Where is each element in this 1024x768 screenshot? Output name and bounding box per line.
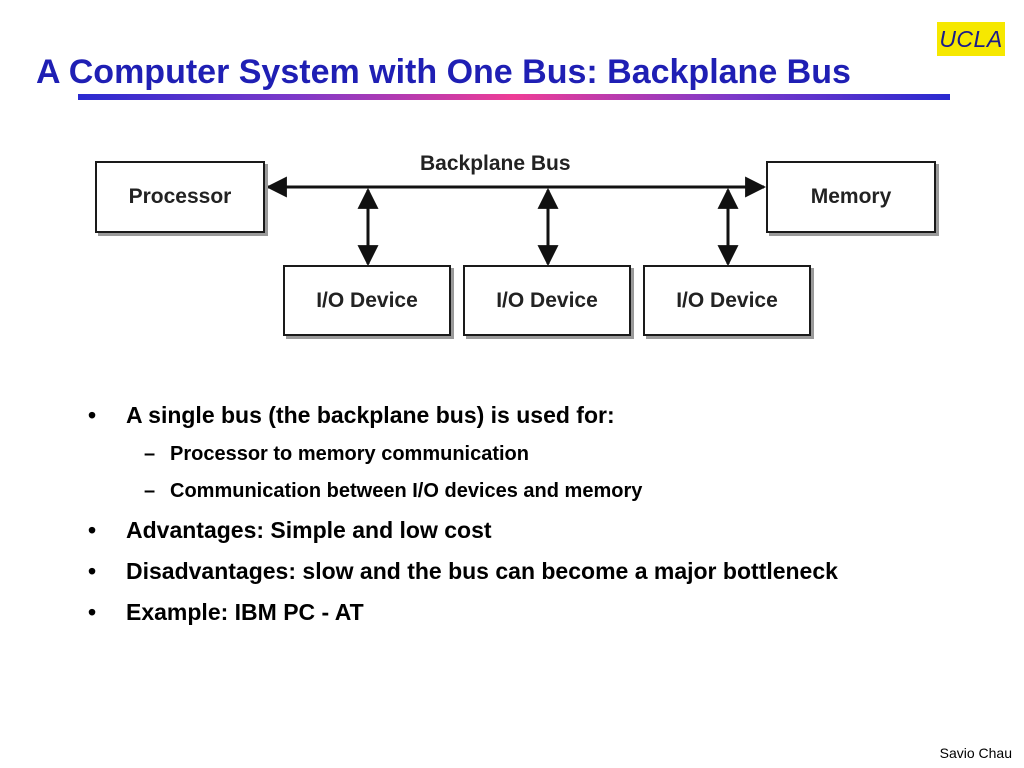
bullet-item: • Advantages: Simple and low cost bbox=[88, 513, 888, 547]
sub-bullet-item: – Communication between I/O devices and … bbox=[126, 476, 888, 506]
ucla-logo-text: UCLA bbox=[939, 25, 1003, 52]
bullet-dot: • bbox=[88, 558, 97, 584]
memory-box: Memory bbox=[766, 161, 936, 233]
io-device-label: I/O Device bbox=[496, 288, 598, 312]
bullet-text: Advantages: Simple and low cost bbox=[126, 517, 492, 543]
backplane-bus-label: Backplane Bus bbox=[420, 152, 571, 175]
footer-author: Savio Chau bbox=[939, 745, 1012, 761]
sub-bullet-dash: – bbox=[144, 480, 156, 502]
ucla-logo: UCLA bbox=[937, 22, 1005, 56]
bullet-text: A single bus (the backplane bus) is used… bbox=[126, 402, 615, 428]
bullet-text: Example: IBM PC - AT bbox=[126, 599, 364, 625]
memory-label: Memory bbox=[810, 185, 892, 208]
bullet-dot: • bbox=[88, 517, 97, 543]
title-underline bbox=[78, 94, 950, 100]
title-prefix: A bbox=[36, 53, 69, 91]
io-device-box-2: I/O Device bbox=[463, 265, 631, 336]
io-device-box-3: I/O Device bbox=[643, 265, 811, 336]
io-device-label: I/O Device bbox=[676, 288, 778, 312]
bullet-item: • A single bus (the backplane bus) is us… bbox=[88, 398, 888, 432]
processor-label: Processor bbox=[128, 185, 232, 208]
bus-diagram bbox=[265, 176, 767, 267]
bullet-item: • Example: IBM PC - AT bbox=[88, 595, 888, 629]
bullet-item: • Disadvantages: slow and the bus can be… bbox=[88, 554, 888, 588]
sub-bullet-dash: – bbox=[144, 443, 156, 465]
slide-title: A Computer System with One Bus: Backplan… bbox=[36, 52, 851, 92]
sub-bullet-text: Processor to memory communication bbox=[170, 443, 529, 465]
io-device-label: I/O Device bbox=[316, 288, 418, 312]
sub-bullet-item: – Processor to memory communication bbox=[126, 439, 888, 469]
sub-bullet-text: Communication between I/O devices and me… bbox=[170, 480, 643, 502]
bullet-text: Disadvantages: slow and the bus can beco… bbox=[126, 558, 838, 584]
bullet-dot: • bbox=[88, 402, 97, 428]
processor-box: Processor bbox=[95, 161, 265, 233]
io-device-box-1: I/O Device bbox=[283, 265, 451, 336]
bullet-list: • A single bus (the backplane bus) is us… bbox=[88, 398, 888, 636]
bullet-dot: • bbox=[88, 599, 97, 625]
title-main: Computer System with One Bus: Backplane … bbox=[68, 53, 851, 91]
